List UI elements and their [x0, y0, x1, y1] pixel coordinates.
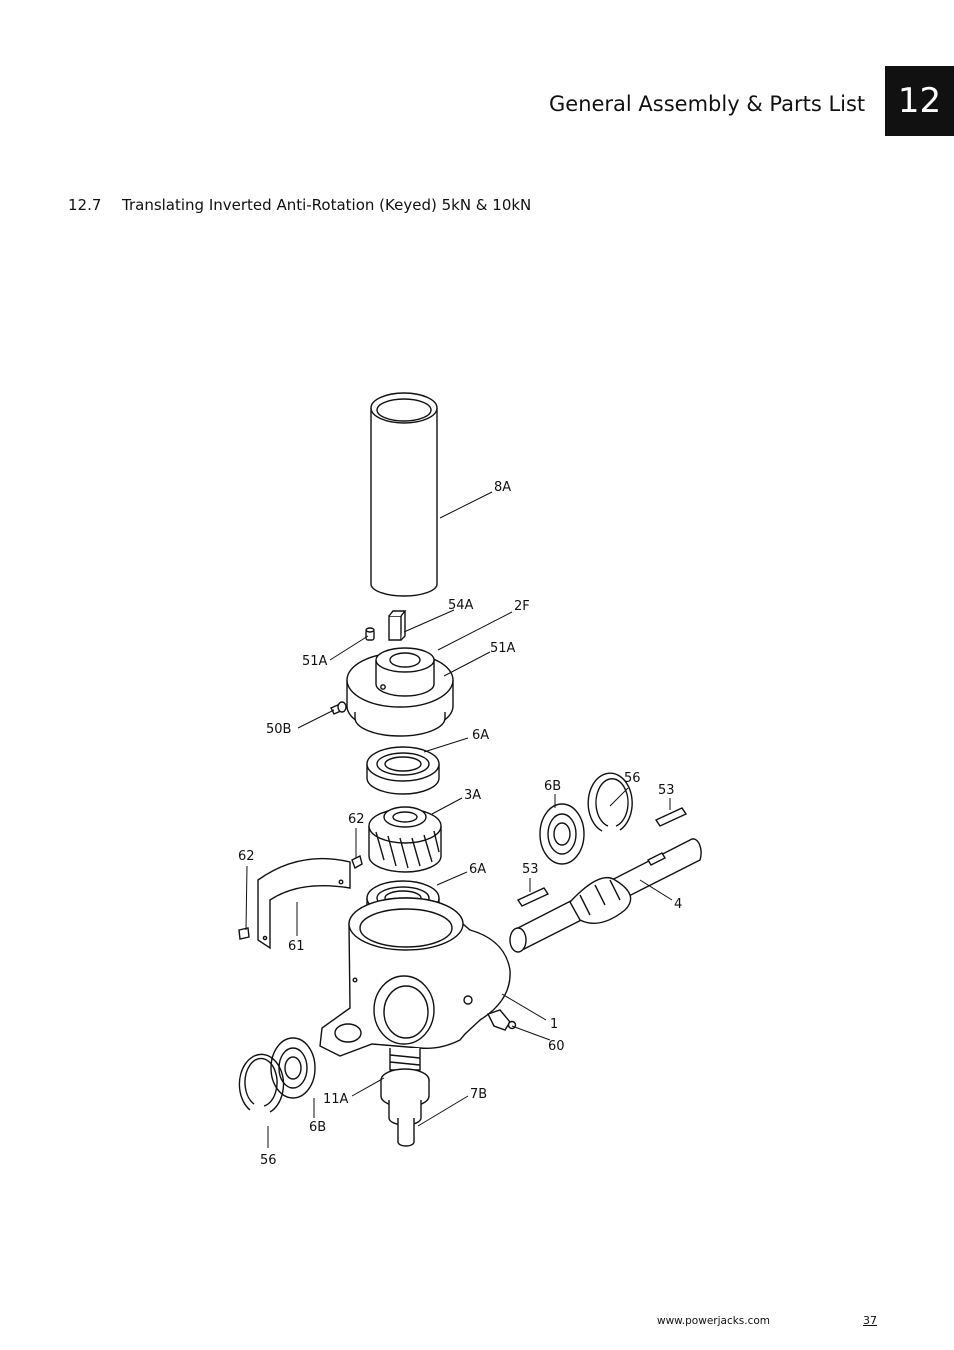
chapter-number-tab: 12: [885, 66, 954, 136]
chapter-number: 12: [897, 81, 942, 121]
callout-62-top: 62: [348, 812, 365, 827]
part-end-7B: [388, 1100, 422, 1147]
part-key-53-right: [654, 807, 688, 827]
callout-3A: 3A: [464, 788, 481, 803]
leader-lines: [245, 491, 673, 1148]
callout-62-left: 62: [238, 849, 255, 864]
part-lower-assembly-11A: [380, 1048, 430, 1108]
callout-60: 60: [548, 1039, 565, 1054]
part-grub-screw-51A-left: [365, 627, 375, 641]
callout-56-left: 56: [260, 1153, 277, 1168]
part-gearbox-housing-1: [319, 897, 511, 1057]
part-screw-50B: [330, 701, 347, 715]
callout-11A: 11A: [323, 1092, 349, 1107]
part-key-53-mid: [516, 887, 550, 907]
section-title: Translating Inverted Anti-Rotation (Keye…: [122, 196, 532, 214]
callout-50B: 50B: [266, 722, 291, 737]
callout-51A-right: 51A: [490, 641, 516, 656]
part-circlip-56-left: [238, 1053, 285, 1113]
part-key-54A: [388, 610, 407, 641]
part-bearing-6B-left: [270, 1037, 316, 1099]
section-heading: 12.7 Translating Inverted Anti-Rotation (…: [68, 196, 531, 214]
part-lifting-tube: [370, 392, 438, 597]
part-worm-shaft-4: [509, 838, 702, 953]
section-number: 12.7: [68, 196, 102, 214]
part-plug-62-top: [351, 854, 363, 870]
part-plug-62-left: [238, 927, 250, 940]
part-bearing-6B-right: [539, 803, 585, 865]
part-circlip-56-right: [587, 772, 633, 832]
callout-53-mid: 53: [522, 862, 539, 877]
part-thrust-bearing-6A-upper: [366, 746, 440, 795]
part-cover-2F: [346, 647, 454, 737]
callout-6A-upper: 6A: [472, 728, 489, 743]
callout-51A-left: 51A: [302, 654, 328, 669]
part-worm-gear-3A: [368, 806, 442, 873]
callout-7B: 7B: [470, 1087, 487, 1102]
callout-8A: 8A: [494, 480, 511, 495]
callout-61: 61: [288, 939, 305, 954]
callout-2F: 2F: [514, 599, 530, 614]
callout-6B-right: 6B: [544, 779, 561, 794]
part-grease-nipple-60: [487, 1009, 517, 1031]
callout-53-right: 53: [658, 783, 675, 798]
callout-4: 4: [674, 897, 682, 912]
callout-1: 1: [550, 1017, 558, 1032]
footer-page-number: 37: [863, 1314, 877, 1327]
callout-labels: 8A 54A 2F 51A 51A 50B 6A 3A 6B 56 53 62 …: [238, 480, 682, 1168]
diagram-parts: [238, 392, 702, 1147]
callout-56-right: 56: [624, 771, 641, 786]
callout-6B-left: 6B: [309, 1120, 326, 1135]
callout-54A: 54A: [448, 598, 474, 613]
page-title: General Assembly & Parts List: [549, 92, 866, 116]
part-strap-61: [257, 857, 351, 950]
footer-website: www.powerjacks.com: [657, 1315, 771, 1327]
callout-6A-lower: 6A: [469, 862, 486, 877]
